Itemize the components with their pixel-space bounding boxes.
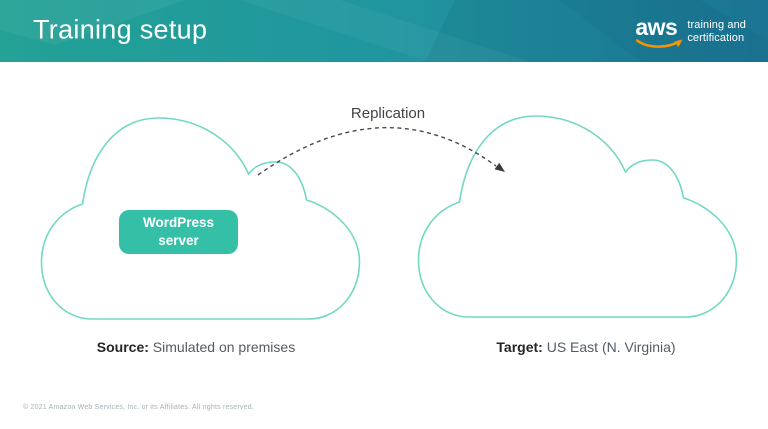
aws-logo: aws training and certification: [635, 14, 746, 48]
aws-smile-icon: [636, 39, 683, 48]
wordpress-server-node: WordPress server: [119, 210, 238, 254]
header-facet-decoration: [0, 0, 768, 62]
aws-wordmark: aws: [635, 14, 683, 48]
page-title: Training setup: [33, 14, 208, 45]
wordpress-server-label-line2: server: [158, 233, 199, 248]
aws-tagline-line1: training and: [687, 19, 746, 31]
header-bar: Training setup aws training and certific…: [0, 0, 768, 62]
source-caption-label: Source:: [96, 339, 149, 355]
target-cloud-icon: [417, 115, 738, 318]
copyright-text: © 2021 Amazon Web Services, Inc. or its …: [23, 404, 254, 411]
source-caption: Source: Simulated on premises: [35, 339, 357, 355]
aws-logo-tagline: training and certification: [687, 19, 746, 44]
wordpress-server-label-line1: WordPress: [142, 215, 215, 230]
target-caption-label: Target:: [496, 339, 543, 355]
aws-tagline-line2: certification: [687, 31, 745, 44]
target-cloud-outline: [417, 115, 738, 318]
target-caption: Target: US East (N. Virginia): [425, 339, 747, 355]
aws-wordmark-text: aws: [635, 14, 678, 40]
target-caption-value: US East (N. Virginia): [546, 339, 676, 355]
source-caption-value: Simulated on premises: [152, 339, 296, 355]
replication-label: Replication: [350, 105, 426, 122]
